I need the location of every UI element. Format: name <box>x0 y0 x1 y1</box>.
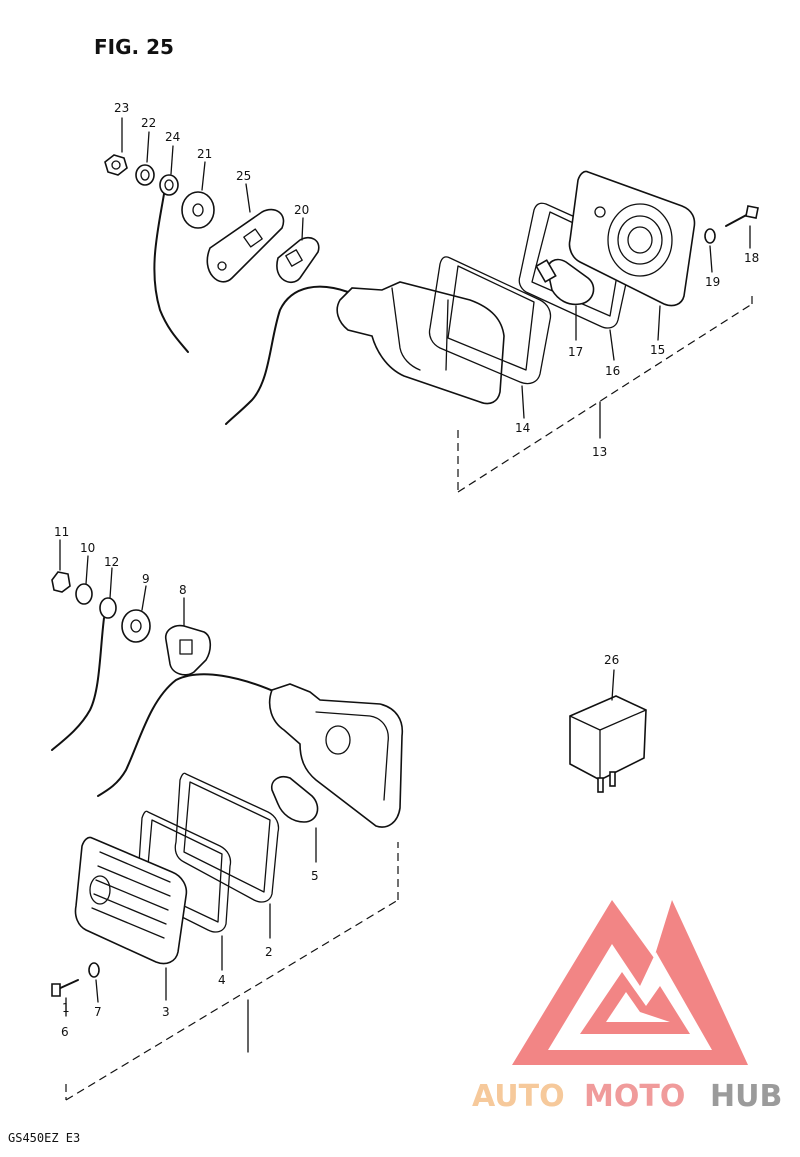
callout-7: 7 <box>94 1005 102 1019</box>
upper-lamp-wire <box>225 285 349 425</box>
callout-26: 26 <box>604 653 619 667</box>
part-8-rubber-grommet <box>164 597 212 676</box>
part-22-lock-washer <box>135 131 155 186</box>
model-code: GS450EZ E3 <box>8 1131 80 1145</box>
part-24-ground-wire <box>153 145 189 353</box>
part-26-turn-signal-relay <box>569 669 647 793</box>
callout-6: 6 <box>61 1025 69 1039</box>
callout-14: 14 <box>515 421 530 435</box>
part-18-screw <box>725 205 759 249</box>
part-7-screw-washer <box>88 962 100 1003</box>
part-2-reflector-gasket <box>174 772 280 939</box>
callout-15: 15 <box>650 343 665 357</box>
part-3-lens <box>74 836 188 1001</box>
figure-title: FIG. 25 <box>94 35 174 59</box>
callout-24: 24 <box>165 130 180 144</box>
callout-22: 22 <box>141 116 156 130</box>
callout-5: 5 <box>311 869 319 883</box>
callout-2: 2 <box>265 945 273 959</box>
logo-text-hub: HUB <box>710 1079 782 1114</box>
automotohub-logo: AUTO MOTO HUB <box>472 900 782 1114</box>
part-23-nut <box>104 117 128 176</box>
logo-text-auto: AUTO <box>472 1079 565 1114</box>
lower-lamp-wire <box>97 673 281 797</box>
callout-16: 16 <box>605 364 620 378</box>
callout-17: 17 <box>568 345 583 359</box>
part-21-washer <box>181 161 215 229</box>
callout-8: 8 <box>179 583 187 597</box>
callout-labels: 23 22 24 21 25 20 18 19 17 15 16 14 13 1… <box>54 101 759 1039</box>
lower-turn-signal-assembly <box>51 539 404 1101</box>
part-12-ground-wire <box>51 567 117 751</box>
part-10-lock-washer <box>75 555 93 605</box>
callout-19: 19 <box>705 275 720 289</box>
part-17-bulb <box>535 258 595 341</box>
part-14-lens-gasket <box>428 256 552 419</box>
callout-12: 12 <box>104 555 119 569</box>
part-25-mounting-plate <box>206 183 285 283</box>
callout-21: 21 <box>197 147 212 161</box>
callout-18: 18 <box>744 251 759 265</box>
part-19-screw-washer <box>704 228 716 273</box>
callout-25: 25 <box>236 169 251 183</box>
logo-text-moto: MOTO <box>584 1079 685 1114</box>
callout-4: 4 <box>218 973 226 987</box>
part-15-lens <box>568 170 696 341</box>
upper-turn-signal-assembly <box>104 117 759 493</box>
callout-1: 1 <box>62 1001 70 1015</box>
lower-assembly-bracket <box>65 842 399 1101</box>
callout-10: 10 <box>80 541 95 555</box>
callout-11: 11 <box>54 525 69 539</box>
callout-23: 23 <box>114 101 129 115</box>
part-1-screw <box>51 979 79 1017</box>
part-lamp-housing-rear <box>268 683 404 828</box>
callout-3: 3 <box>162 1005 170 1019</box>
part-13-lamp-housing <box>336 281 505 405</box>
part-20-rubber-grommet <box>276 217 320 283</box>
upper-assembly-bracket <box>457 296 753 493</box>
part-5-bulb <box>270 775 319 863</box>
part-11-nut <box>51 539 71 593</box>
callout-9: 9 <box>142 572 150 586</box>
callout-20: 20 <box>294 203 309 217</box>
callout-13: 13 <box>592 445 607 459</box>
part-9-washer <box>121 585 151 643</box>
